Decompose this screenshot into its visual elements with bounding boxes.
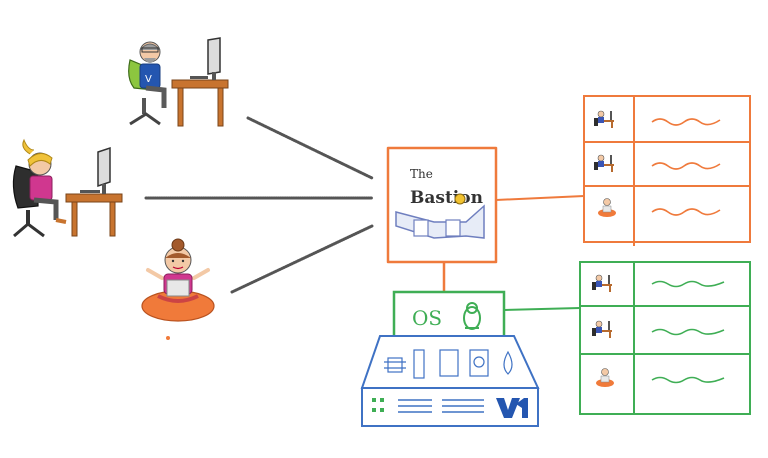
bastion-sessions-table xyxy=(583,95,751,246)
connector-user-3 xyxy=(230,224,374,294)
user-at-desk-bearded: V xyxy=(128,37,229,127)
log-scribble-1 xyxy=(651,118,721,126)
user-connectors xyxy=(144,116,374,294)
cpu-icon xyxy=(384,357,406,373)
os-box: OS xyxy=(392,290,506,342)
ovh-logo-icon xyxy=(496,398,528,418)
os-table-connector xyxy=(503,307,581,311)
log-scribble-5 xyxy=(651,328,725,336)
os-label: OS xyxy=(412,306,442,330)
linux-penguin-icon xyxy=(463,302,481,330)
os-table-avatars xyxy=(591,274,615,388)
row-avatar-desk xyxy=(591,274,613,293)
drop-icon xyxy=(503,350,513,375)
server-vents xyxy=(398,399,484,413)
hdd-icon xyxy=(469,349,489,377)
log-scribble-4 xyxy=(651,280,725,288)
log-scribble-2 xyxy=(651,162,721,170)
server-front xyxy=(361,387,539,427)
bastion-box: The Bastion xyxy=(386,146,498,264)
connector-user-1 xyxy=(246,116,374,180)
log-scribble-3 xyxy=(651,208,721,216)
user-meditating-laptop xyxy=(141,238,215,340)
server xyxy=(360,335,540,427)
row-avatar-desk xyxy=(593,154,615,173)
user-at-desk-ponytail xyxy=(12,138,123,238)
row-avatar-desk xyxy=(593,110,615,129)
os-sessions-table xyxy=(579,261,751,415)
row-avatar-desk xyxy=(591,320,613,339)
bastion-title-line2: Bastion xyxy=(410,188,483,208)
bastion-table-avatars xyxy=(593,110,617,218)
bastion-title-line1: The xyxy=(410,167,433,181)
bastion-table-connector xyxy=(495,195,585,201)
row-avatar-meditate xyxy=(595,368,615,388)
ram-icon xyxy=(413,349,425,379)
row-avatar-meditate xyxy=(597,198,617,218)
server-leds xyxy=(372,398,384,412)
disk-icon xyxy=(439,349,459,377)
svg-text:V: V xyxy=(145,74,152,85)
bastion-castle-icon xyxy=(395,193,485,239)
log-scribble-6 xyxy=(651,376,725,384)
